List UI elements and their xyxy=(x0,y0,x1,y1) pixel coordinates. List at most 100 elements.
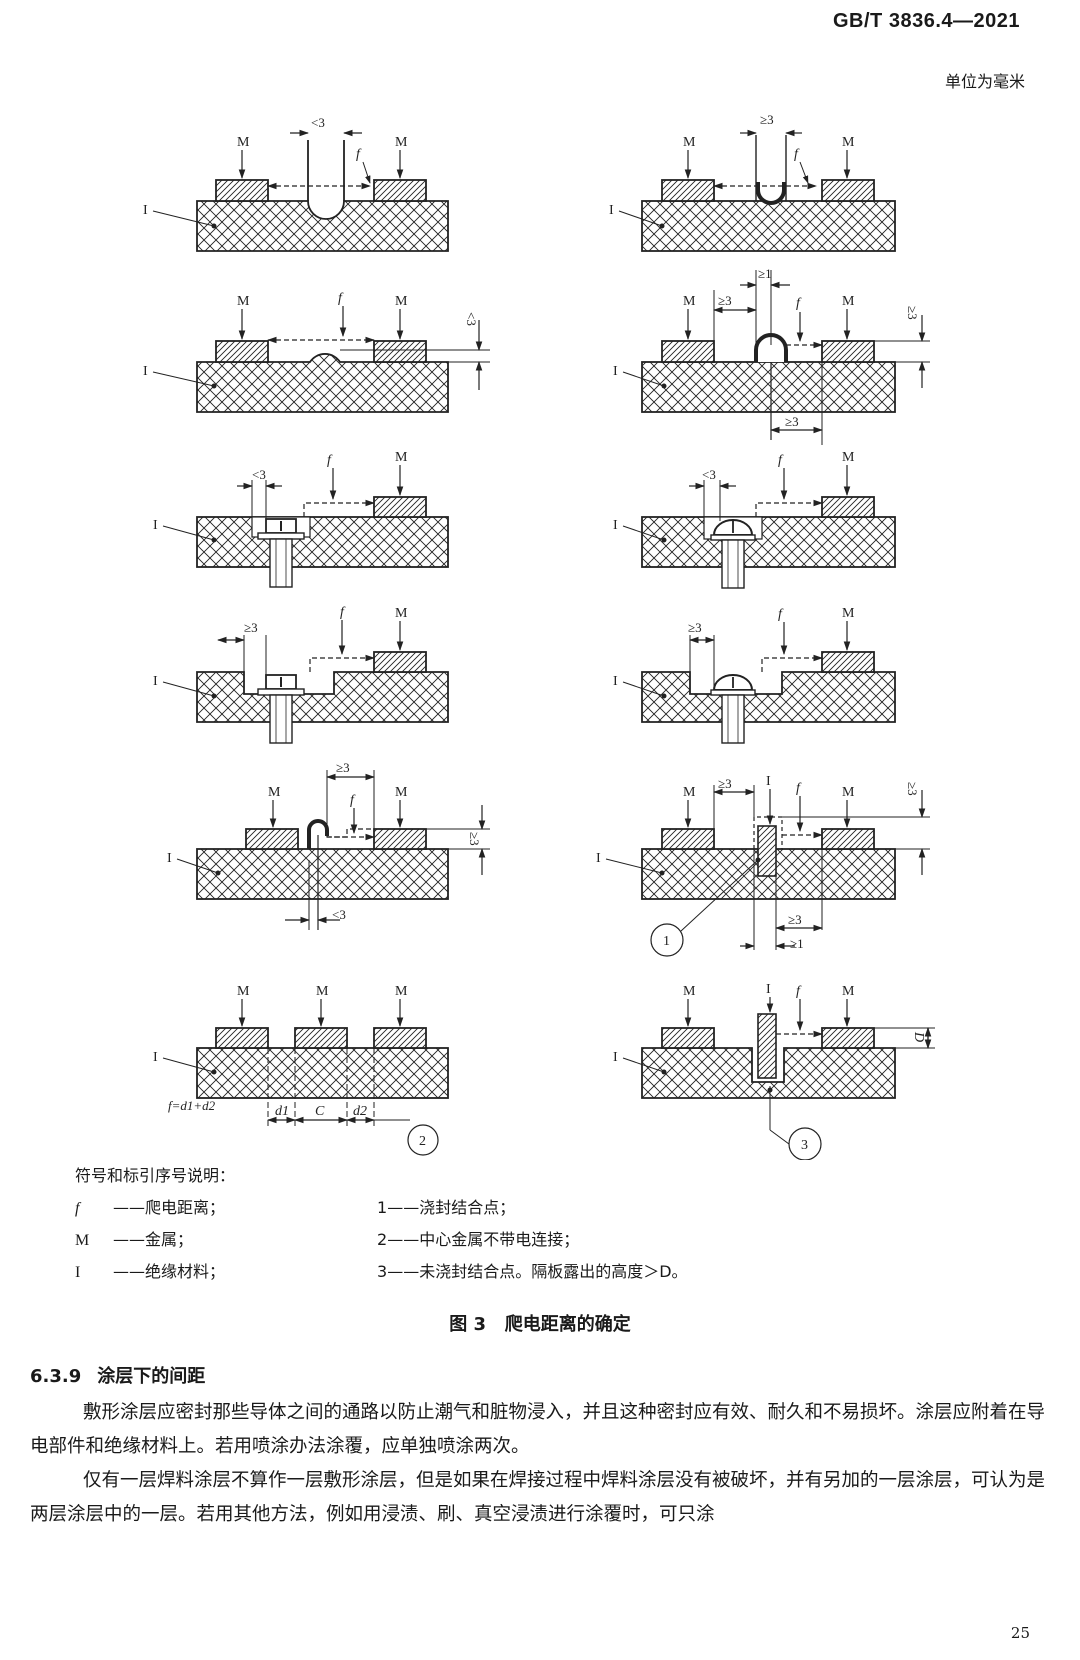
svg-text:M: M xyxy=(237,135,250,150)
legend-item-3: 3——未浇封结合点。隔板露出的高度＞D。 xyxy=(377,1262,688,1281)
svg-text:M: M xyxy=(237,984,250,999)
svg-text:I: I xyxy=(143,364,148,379)
svg-text:I: I xyxy=(167,851,172,866)
svg-text:M: M xyxy=(842,785,855,800)
svg-text:f: f xyxy=(350,793,356,808)
svg-text:≥3: ≥3 xyxy=(905,306,920,320)
svg-text:M: M xyxy=(395,135,408,150)
svg-text:M: M xyxy=(683,984,696,999)
paragraph-1: 敷形涂层应密封那些导体之间的通路以防止潮气和脏物浸入，并且这种密封应有效、耐久和… xyxy=(30,1402,1046,1457)
svg-text:I: I xyxy=(766,982,771,997)
svg-text:f: f xyxy=(796,984,802,999)
section-title: 涂层下的间距 xyxy=(97,1366,206,1387)
svg-text:<3: <3 xyxy=(702,467,716,482)
svg-text:<3: <3 xyxy=(252,467,266,482)
svg-text:2: 2 xyxy=(419,1134,426,1149)
svg-text:M: M xyxy=(395,606,408,621)
svg-text:I: I xyxy=(613,674,618,689)
standard-number: GB/T 3836.4—2021 xyxy=(833,10,1020,32)
svg-text:M: M xyxy=(842,294,855,309)
svg-text:C: C xyxy=(315,1104,325,1119)
svg-text:≥1: ≥1 xyxy=(758,266,772,281)
svg-text:≥3: ≥3 xyxy=(718,293,732,308)
svg-text:M: M xyxy=(683,785,696,800)
svg-text:I: I xyxy=(766,774,771,789)
svg-text:I: I xyxy=(613,1050,618,1065)
svg-text:f: f xyxy=(327,453,333,468)
svg-text:<3: <3 xyxy=(464,312,479,326)
figure-caption: 图 3 爬电距离的确定 xyxy=(449,1314,631,1335)
svg-text:≥3: ≥3 xyxy=(718,776,732,791)
svg-text:I: I xyxy=(609,203,614,218)
svg-text:I: I xyxy=(613,364,618,379)
svg-text:M: M xyxy=(683,135,696,150)
svg-text:I: I xyxy=(153,674,158,689)
callout-2 xyxy=(407,1124,439,1156)
unit-note: 单位为毫米 xyxy=(944,72,1025,91)
svg-text:f: f xyxy=(796,296,802,311)
svg-text:M: M xyxy=(268,785,281,800)
legend-item-1: 1——浇封结合点； xyxy=(377,1198,516,1217)
svg-text:M: M xyxy=(842,450,855,465)
diagram-9: <3 ≥3 f M M ≥3 I xyxy=(167,760,490,930)
paragraph-2: 仅有一层焊料涂层不算作一层敷形涂层，但是如果在焊接过程中焊料涂层没有被破坏，并有… xyxy=(30,1470,1046,1525)
svg-text:3: 3 xyxy=(801,1138,808,1153)
label-f: f xyxy=(356,147,362,162)
svg-text:≥3: ≥3 xyxy=(760,112,774,127)
svg-text:≥1: ≥1 xyxy=(790,936,804,951)
diagram-4: ≥1 ≥3 f M M ≥3 ≥3 I xyxy=(613,266,930,445)
svg-text:≥3: ≥3 xyxy=(467,832,482,846)
callout-1 xyxy=(650,923,684,957)
svg-text:≥3: ≥3 xyxy=(905,782,920,796)
diagram-12: I f M M D I 3 xyxy=(613,982,935,1160)
section-heading: 6.3.9 涂层下的间距 xyxy=(30,1362,205,1388)
svg-text:M: M xyxy=(237,294,250,309)
legend-symbol-m: M——金属； xyxy=(75,1230,194,1249)
svg-text:f: f xyxy=(778,607,784,622)
svg-text:f: f xyxy=(796,781,802,796)
svg-text:D: D xyxy=(911,1031,926,1042)
section-number: 6.3.9 xyxy=(30,1366,82,1387)
legend-title: 符号和标引序号说明： xyxy=(75,1166,236,1185)
svg-text:M: M xyxy=(316,984,329,999)
diagram-11: d1 C d2 f=d1+d2 2 M M M I xyxy=(153,984,449,1156)
legend-symbol-i: I——绝缘材料； xyxy=(75,1262,226,1281)
svg-text:≥3: ≥3 xyxy=(244,620,258,635)
svg-text:I: I xyxy=(143,203,148,218)
figure-creepage-diagrams: <3 f M M I ≥3 f M M xyxy=(143,112,935,1160)
dim-lt3: <3 xyxy=(311,115,325,130)
diagram-3: f M M <3 I xyxy=(143,291,490,413)
svg-text:I: I xyxy=(596,851,601,866)
svg-text:I: I xyxy=(153,518,158,533)
diagram-8: ≥3 f M I xyxy=(613,606,896,744)
svg-text:I: I xyxy=(613,518,618,533)
svg-text:M: M xyxy=(842,606,855,621)
svg-text:≥3: ≥3 xyxy=(336,760,350,775)
svg-text:≥3: ≥3 xyxy=(788,912,802,927)
diagram-7: ≥3 f M I xyxy=(153,605,449,744)
legend-symbol-f: f——爬电距离； xyxy=(75,1198,226,1217)
svg-text:M: M xyxy=(842,984,855,999)
svg-text:<3: <3 xyxy=(332,907,346,922)
svg-text:f: f xyxy=(340,605,346,620)
svg-text:f=d1+d2: f=d1+d2 xyxy=(168,1098,216,1113)
diagram-6: <3 f M I xyxy=(613,450,896,589)
svg-text:M: M xyxy=(395,294,408,309)
svg-text:M: M xyxy=(395,450,408,465)
diagram-1: <3 f M M I xyxy=(143,115,449,252)
page-number: 25 xyxy=(1010,1624,1030,1642)
svg-text:d1: d1 xyxy=(275,1104,289,1119)
svg-text:I: I xyxy=(153,1050,158,1065)
svg-text:d2: d2 xyxy=(353,1104,367,1119)
svg-text:f: f xyxy=(778,453,784,468)
svg-text:1: 1 xyxy=(663,934,670,949)
svg-text:M: M xyxy=(395,785,408,800)
legend-item-2: 2——中心金属不带电连接； xyxy=(377,1230,580,1249)
diagram-10: I ≥3 ≥1 ≥3 f M M ≥3 I xyxy=(596,774,930,957)
svg-text:M: M xyxy=(683,294,696,309)
svg-text:f: f xyxy=(338,291,344,306)
svg-text:≥3: ≥3 xyxy=(688,620,702,635)
diagram-2: ≥3 f M M I xyxy=(609,112,896,252)
svg-text:M: M xyxy=(395,984,408,999)
svg-text:≥3: ≥3 xyxy=(785,414,799,429)
